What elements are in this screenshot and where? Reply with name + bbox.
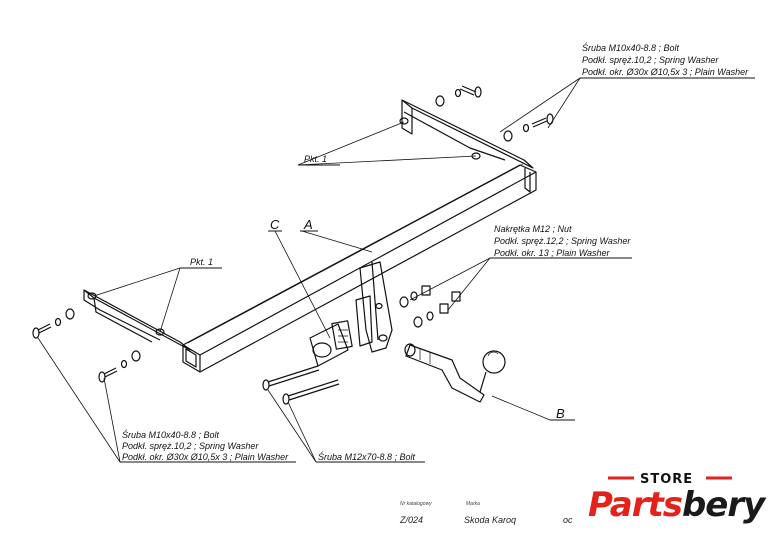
brand-value: Skoda Karoq (464, 515, 516, 525)
callout-nut-group: Nakrętka M12 ; Nut Podkł. spręż.12,2 ; S… (494, 224, 631, 258)
cut-text: oc (563, 515, 573, 525)
left-fasteners (32, 308, 141, 383)
hanger-arm (355, 261, 393, 353)
partsbery-logo: STORE Partsbery (588, 472, 768, 525)
top-right-fasteners (435, 85, 554, 142)
tow-hook (404, 343, 506, 403)
nut-line-3: Podkł. okr. 13 ; Plain Washer (494, 248, 611, 258)
m12-bolts (262, 365, 340, 405)
callout-bottom-left: Śruba M10x40-8.8 ; Bolt Podkł. spręż.10,… (122, 429, 289, 462)
nut-fasteners (399, 285, 461, 328)
bottom-left-line-2: Podkł. spręż.10,2 ; Spring Washer (122, 441, 259, 451)
main-beam (182, 163, 537, 373)
label-b: B (556, 406, 565, 421)
bottom-left-line-1: Śruba M10x40-8.8 ; Bolt (122, 429, 220, 440)
nut-line-2: Podkł. spręż.12,2 ; Spring Washer (494, 236, 631, 246)
label-c: C (270, 217, 280, 232)
bottom-left-line-3: Podkł. okr. Ø30x Ø10,5x 3 ; Plain Washer (122, 452, 289, 462)
logo-store-text: STORE (640, 472, 693, 487)
socket-plate (309, 320, 353, 367)
callout-top-right: Śruba M10x40-8.8 ; Bolt Podkł. spręż.10,… (582, 42, 749, 77)
right-bracket (399, 99, 534, 193)
pkt1-left-label: Pkt. 1 (190, 257, 213, 267)
label-a: A (303, 217, 313, 232)
catalog-value: Z/024 (399, 515, 423, 525)
pkt1-top-label: Pkt. 1 (304, 154, 327, 164)
logo-name-text: Partsbery (588, 485, 767, 525)
brand-label: Marka (466, 501, 480, 507)
nut-line-1: Nakrętka M12 ; Nut (494, 224, 572, 234)
title-block: Nr katalogowy Z/024 Marka Skoda Karoq oc (399, 501, 573, 525)
leader-lines (37, 77, 755, 463)
bottom-mid-bolt-label: Śruba M12x70-8.8 ; Bolt (318, 451, 416, 462)
catalog-label: Nr katalogowy (400, 501, 432, 507)
top-right-line-2: Podkł. spręż.10,2 ; Spring Washer (582, 55, 719, 65)
top-right-line-3: Podkł. okr. Ø30x Ø10,5x 3 ; Plain Washer (582, 67, 749, 77)
top-right-line-1: Śruba M10x40-8.8 ; Bolt (582, 42, 680, 53)
left-bracket (83, 289, 191, 351)
